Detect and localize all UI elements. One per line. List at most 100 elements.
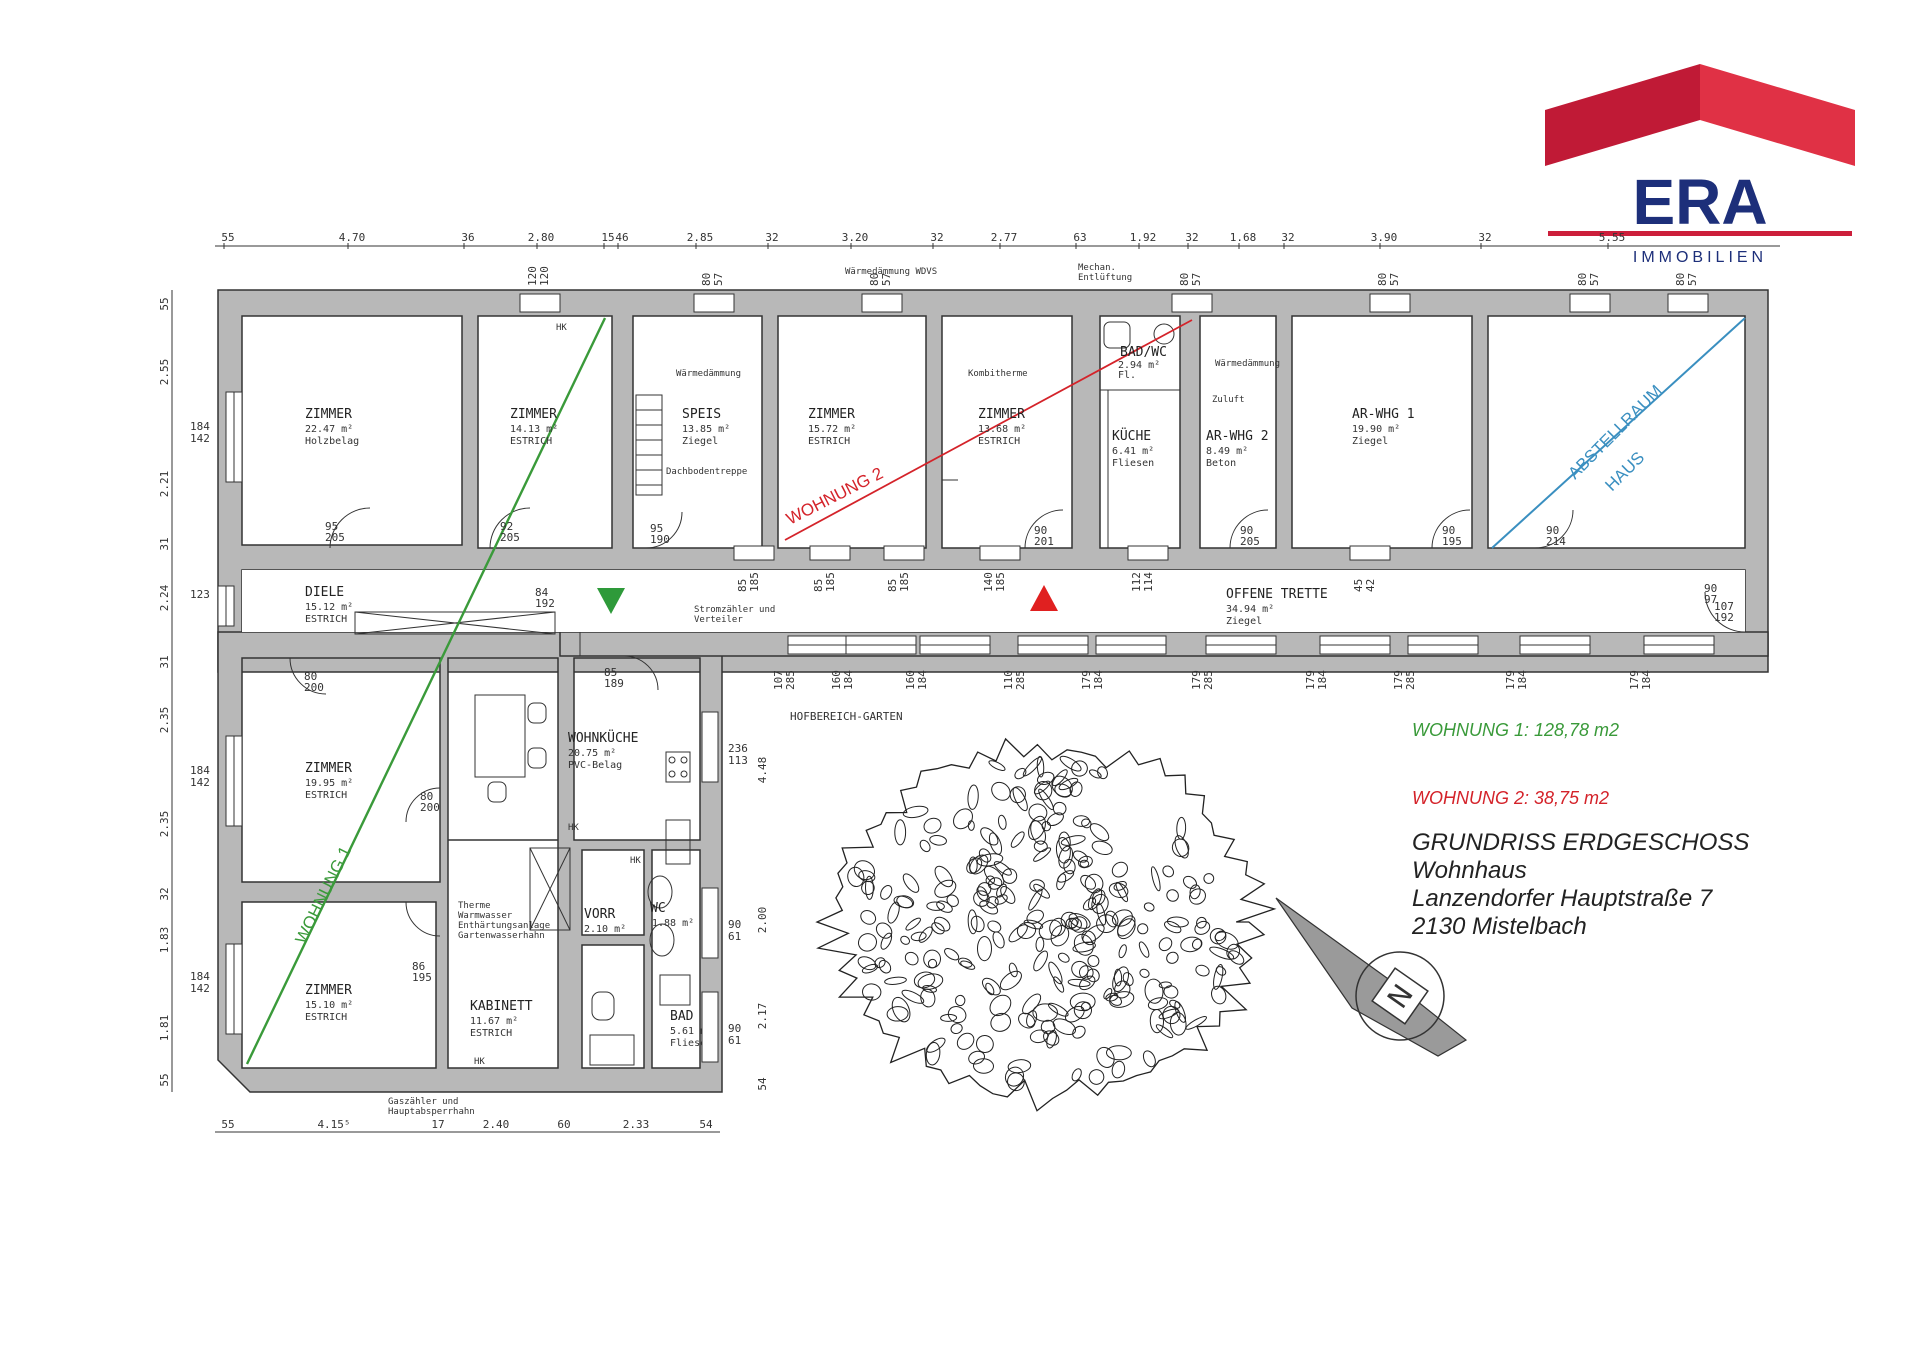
tree-leaf <box>875 922 893 939</box>
dim-left-window-label: 142 <box>190 776 210 789</box>
tree-leaf <box>1071 1068 1082 1082</box>
tree-leaf <box>931 922 945 935</box>
tree-leaf <box>999 970 1022 991</box>
dim-bottom-label: 55 <box>221 1118 234 1131</box>
tree-leaf <box>1150 866 1161 892</box>
dim-bottom-label: 17 <box>431 1118 444 1131</box>
tree-leaf <box>1209 946 1235 960</box>
right-window <box>701 887 719 959</box>
tree-leaf <box>1071 960 1089 978</box>
front-window-height: 285 <box>784 670 797 690</box>
tree-leaf <box>887 901 900 924</box>
tree-leaf <box>904 951 919 966</box>
tree-leaf <box>1143 902 1155 912</box>
dim-left-window-label: 142 <box>190 982 210 995</box>
top-window-width: 80 <box>1178 273 1191 286</box>
tree-leaf <box>980 827 999 846</box>
tree-leaf <box>1033 847 1052 862</box>
front-window-height: 285 <box>1404 670 1417 690</box>
door-width-label: 95 <box>650 522 663 535</box>
svg-text:Ziegel: Ziegel <box>1226 616 1262 627</box>
logo-roof-left <box>1545 64 1700 166</box>
tree-leaf <box>1026 1010 1038 1028</box>
inner-window-height: 185 <box>898 572 911 592</box>
note-gaszaehler-2: Hauptabsperrhahn <box>388 1107 475 1117</box>
tree-leaf <box>1034 781 1053 801</box>
note-hk-1: HK <box>556 323 567 333</box>
outer-wall-lower <box>217 631 723 1093</box>
room-zimmer-6: ZIMMER 15.10 m² ESTRICH <box>305 983 353 1023</box>
tree-leaf <box>979 900 999 915</box>
tree-leaf <box>1050 924 1070 947</box>
wohnung1-line <box>245 317 607 1065</box>
dim-left-label: 32 <box>158 887 171 900</box>
front-window-height: 285 <box>1014 670 1027 690</box>
tree-leaf <box>1166 889 1179 902</box>
tree-leaf <box>996 883 1007 898</box>
door-width-label: 90 <box>1240 524 1253 537</box>
tree-leaf <box>1057 952 1070 963</box>
legend-wohnung1: WOHNUNG 1: 128,78 m2 <box>1412 720 1619 740</box>
tree-leaf <box>958 957 973 968</box>
logo-roof <box>1700 64 1855 166</box>
tree-leaf <box>1089 823 1110 842</box>
dim-top-label: 55 <box>221 231 234 244</box>
tree-leaf <box>858 870 876 883</box>
svg-text:14.13 m²: 14.13 m² <box>510 424 558 435</box>
room-ar-whg-2: AR-WHG 2 8.49 m² Beton <box>1206 429 1269 469</box>
tree-leaf <box>858 933 877 952</box>
tree-leaf <box>1214 931 1239 950</box>
top-window <box>1667 293 1709 313</box>
note-verteiler: Verteiler <box>694 615 743 625</box>
tree-leaf <box>1195 964 1210 977</box>
front-window-width: 179 <box>1304 670 1317 690</box>
tree-leaf <box>925 1041 941 1066</box>
note-hk-2: HK <box>568 823 579 833</box>
door-height-label: 205 <box>500 531 520 544</box>
dim-right-label: 4.48 <box>756 757 769 784</box>
tree-leaf <box>1073 933 1094 956</box>
tree-leaf <box>853 860 875 881</box>
tree-leaf <box>1029 1029 1049 1044</box>
tree-leaf <box>1060 835 1086 846</box>
dim-top-label: 2.77 <box>991 231 1018 244</box>
door-width-label: 90 <box>1546 524 1559 537</box>
room-zimmer-4: ZIMMER 13.68 m² ESTRICH <box>978 407 1026 447</box>
tree-leaf <box>1142 1050 1156 1068</box>
svg-text:22.47 m²: 22.47 m² <box>305 424 353 435</box>
note-therme-4: Gartenwasserhahn <box>458 931 545 941</box>
tree-leaf <box>1109 991 1135 1008</box>
tree-leaf <box>920 988 936 1008</box>
svg-text:BAD: BAD <box>670 1009 694 1024</box>
tree-leaf <box>1026 909 1044 924</box>
tree-leaf <box>950 1023 963 1035</box>
svg-text:ZIMMER: ZIMMER <box>978 407 1025 422</box>
top-window-width: 80 <box>1376 273 1389 286</box>
tree-leaf <box>1096 902 1107 926</box>
door-height-label: 195 <box>412 971 432 984</box>
door-height-label: 192 <box>535 597 555 610</box>
svg-text:ZIMMER: ZIMMER <box>305 407 352 422</box>
tree-leaf <box>1122 972 1134 987</box>
title-street: Lanzendorfer Hauptstraße 7 <box>1412 885 1714 912</box>
dim-bottom-label: 54 <box>699 1118 713 1131</box>
logo-brand: ERA <box>1632 166 1767 238</box>
tree-leaf <box>991 781 1011 801</box>
door-width-label: 90 <box>1704 582 1717 595</box>
svg-text:13.85 m²: 13.85 m² <box>682 424 730 435</box>
dim-top-label: 2.85 <box>687 231 714 244</box>
dim-left-label: 1.81 <box>158 1015 171 1042</box>
north-arrow-needle <box>1275 897 1468 1057</box>
svg-text:15.12 m²: 15.12 m² <box>305 602 353 613</box>
svg-text:20.75 m²: 20.75 m² <box>568 748 616 759</box>
front-window-width: 160 <box>904 670 917 690</box>
tree-leaf <box>1080 874 1097 890</box>
tree-leaf <box>913 971 936 989</box>
svg-text:2.94 m²: 2.94 m² <box>1118 360 1160 371</box>
wohnung2-label: WOHNUNG 2 <box>783 464 886 529</box>
entrance-marker-wohnung2 <box>1030 585 1058 611</box>
tree-leaf <box>1079 859 1090 868</box>
dim-left-window-label: 184 <box>190 970 210 983</box>
